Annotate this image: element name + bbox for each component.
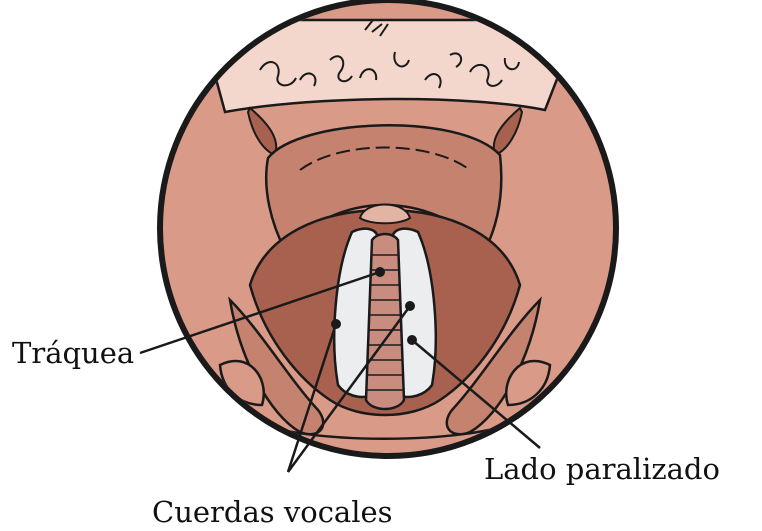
label-trachea: Tráquea <box>12 339 134 368</box>
tongue-base <box>200 20 580 112</box>
label-paralyzed-side: Lado paralizado <box>484 455 720 484</box>
label-vocal-cords: Cuerdas vocales <box>152 498 393 527</box>
